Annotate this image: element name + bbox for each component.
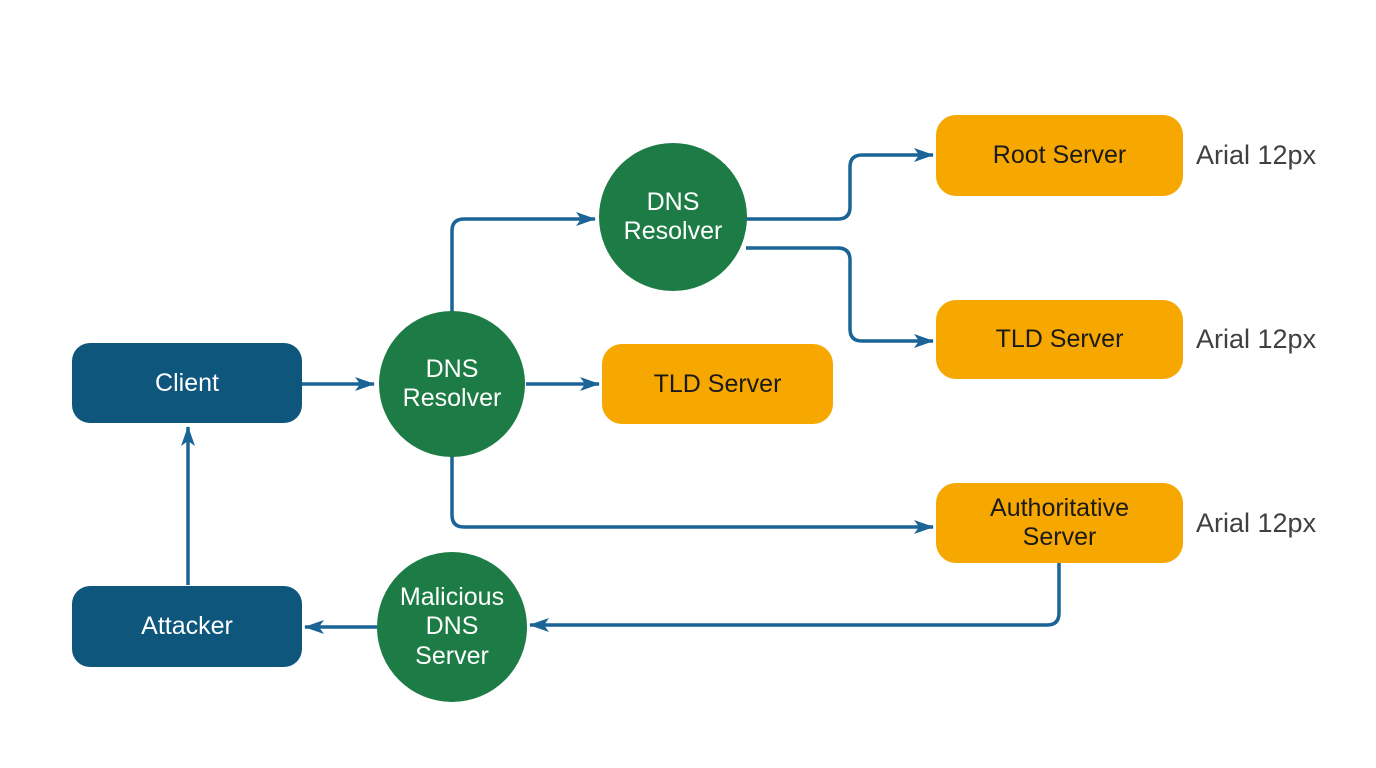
node-attacker-label: Attacker (141, 612, 233, 640)
node-authoritative-server-label: Authoritative Server (990, 493, 1129, 552)
arrow-authoritative-to-malicious (529, 563, 1061, 632)
annotation-authoritative-server-font: Arial 12px (1196, 507, 1317, 538)
node-malicious-dns-server: Malicious DNS Server (377, 552, 527, 702)
node-tld-server-mid-label: TLD Server (653, 369, 782, 398)
arrow-resolver-top-to-root (746, 148, 934, 221)
node-root-server: Root Server (936, 115, 1183, 196)
node-attacker: Attacker (72, 586, 302, 667)
node-malicious-dns-server-label: Malicious DNS Server (399, 582, 505, 670)
node-dns-resolver-top: DNS Resolver (599, 143, 747, 291)
node-dns-resolver-main-label: DNS Resolver (402, 354, 502, 413)
node-tld-server-right: TLD Server (936, 300, 1183, 379)
node-tld-server-right-label: TLD Server (995, 325, 1124, 353)
node-tld-server-mid: TLD Server (602, 344, 833, 424)
arrow-resolver-to-resolver-top (450, 212, 596, 312)
node-dns-resolver-top-label: DNS Resolver (623, 187, 723, 246)
node-client: Client (72, 343, 302, 423)
node-client-label: Client (155, 368, 219, 397)
annotation-tld-server-font: Arial 12px (1196, 324, 1317, 354)
arrow-resolver-top-to-tld-right (746, 246, 934, 348)
node-dns-resolver-main: DNS Resolver (379, 311, 525, 457)
arrow-resolver-to-authoritative (450, 456, 934, 534)
annotation-root-server-font: Arial 12px (1196, 140, 1317, 170)
node-root-server-label: Root Server (992, 141, 1127, 169)
node-authoritative-server: Authoritative Server (936, 483, 1183, 563)
